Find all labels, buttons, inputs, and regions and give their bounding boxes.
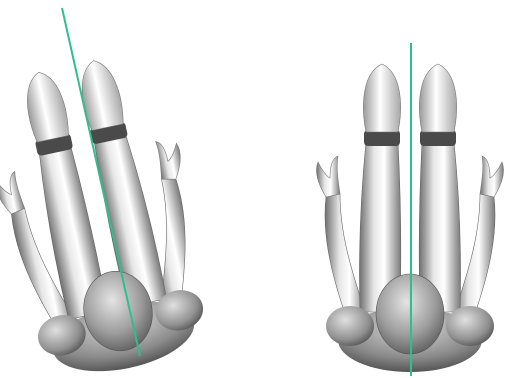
- mannequin-left: [0, 47, 222, 378]
